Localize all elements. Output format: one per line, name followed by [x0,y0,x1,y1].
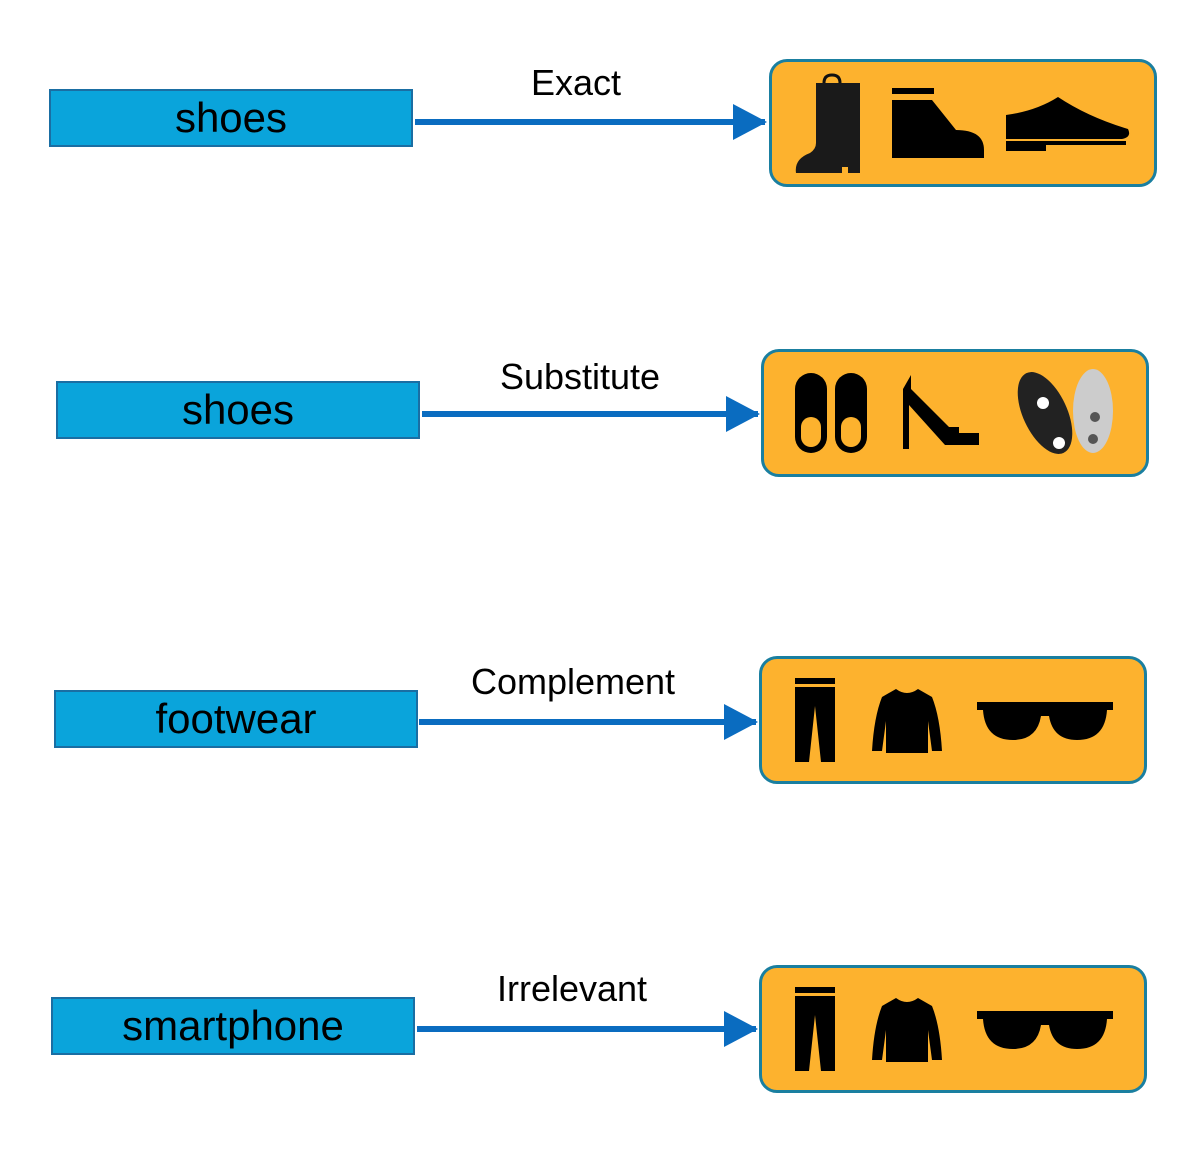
query-text: shoes [174,94,288,141]
relation-label-substitute: Substitute [499,356,661,397]
sunglasses-icon [976,702,1113,740]
pants-icon [795,678,836,762]
hiking-boot-icon [892,88,984,158]
query-text: footwear [155,695,317,742]
query-text: shoes [181,386,295,433]
high-heel-icon [903,375,979,449]
pants-icon [795,987,836,1071]
query-box-smartphone: smartphone [51,997,415,1055]
relation-label-complement: Complement [470,661,676,702]
result-box-complement [759,656,1147,784]
query-box-shoes-exact: shoes [49,89,413,147]
result-box-substitute [761,349,1149,477]
slippers-icon [795,373,867,453]
sweater-icon [871,998,942,1062]
arrow [422,396,760,432]
rain-boot-icon [795,73,860,173]
query-box-shoes-substitute: shoes [56,381,420,439]
query-text: smartphone [122,1002,344,1049]
arrow [415,104,767,140]
dress-shoe-icon [1006,97,1130,151]
relation-label-exact: Exact [530,62,622,103]
result-box-exact [769,59,1157,187]
arrow [417,1011,758,1047]
relation-label-irrelevant: Irrelevant [496,968,648,1009]
sunglasses-icon [976,1011,1113,1049]
arrow [419,704,758,740]
flip-flops-icon [1017,369,1113,454]
result-box-irrelevant [759,965,1147,1093]
query-box-footwear: footwear [54,690,418,748]
sweater-icon [871,689,942,753]
